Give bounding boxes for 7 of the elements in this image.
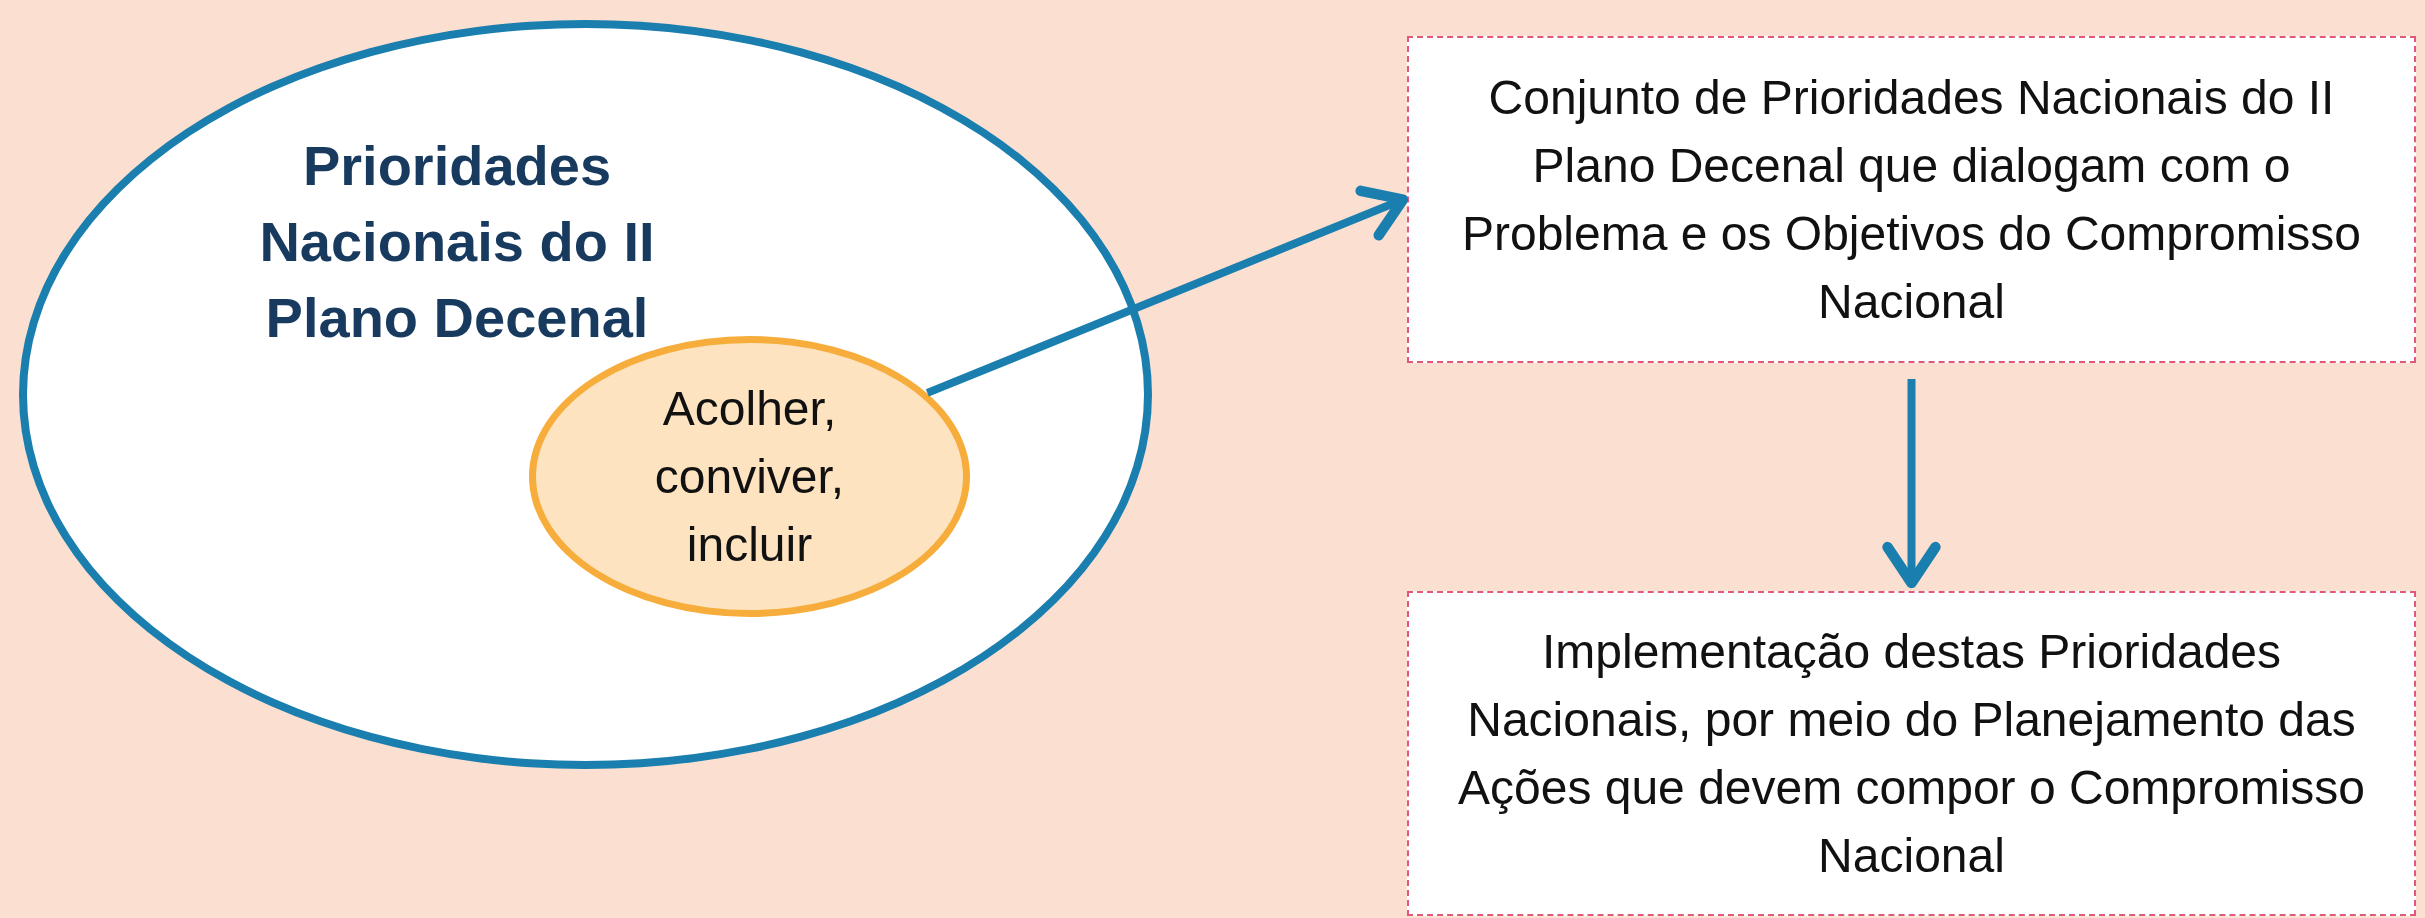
- box-text: Implementação destas Prioridades Nacionais, por meio do Planejamento das Ações que devem compor o Compromisso Nacional: [1456, 623, 2367, 884]
- box-text: Conjunto de Prioridades Nacionais do II Plano Decenal que dialogam com o Problema e os Objetivos do Compromisso Nacional: [1460, 69, 2362, 330]
- dashed-box: [1407, 36, 2416, 363]
- dashed-box: [1407, 591, 2416, 916]
- ellipse-title: Prioridades Nacionais do II Plano Decenal: [258, 133, 656, 351]
- ellipse-label: Acolher, conviver, incluir: [653, 380, 846, 573]
- arrow: [925, 185, 1409, 397]
